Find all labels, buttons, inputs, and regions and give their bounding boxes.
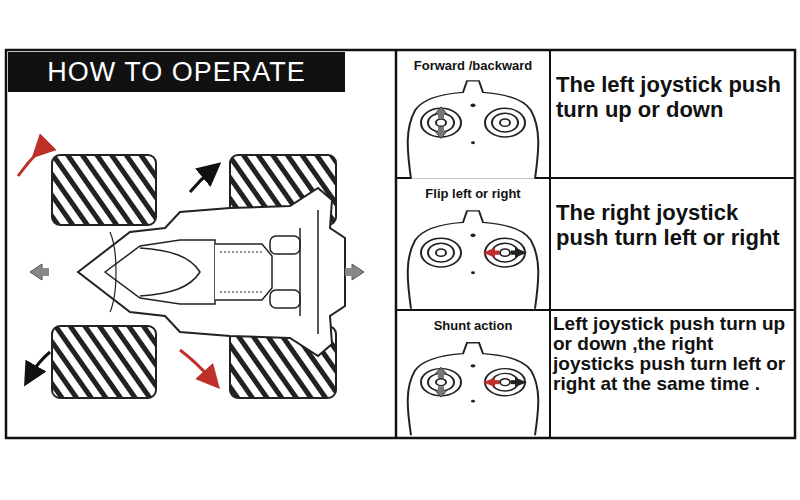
table-cell: Left joystick push turn up or down ,the … bbox=[553, 314, 793, 394]
table-cell: Forward /backward bbox=[398, 58, 548, 73]
panel-heading: HOW TO OPERATE bbox=[8, 52, 345, 92]
table-cell: Flip left or right bbox=[398, 186, 548, 201]
table-cell: The right joystick push turn left or rig… bbox=[556, 200, 792, 251]
table-cell: The left joystick push turn up or down bbox=[556, 72, 792, 123]
table-cell: Shunt action bbox=[398, 318, 548, 333]
